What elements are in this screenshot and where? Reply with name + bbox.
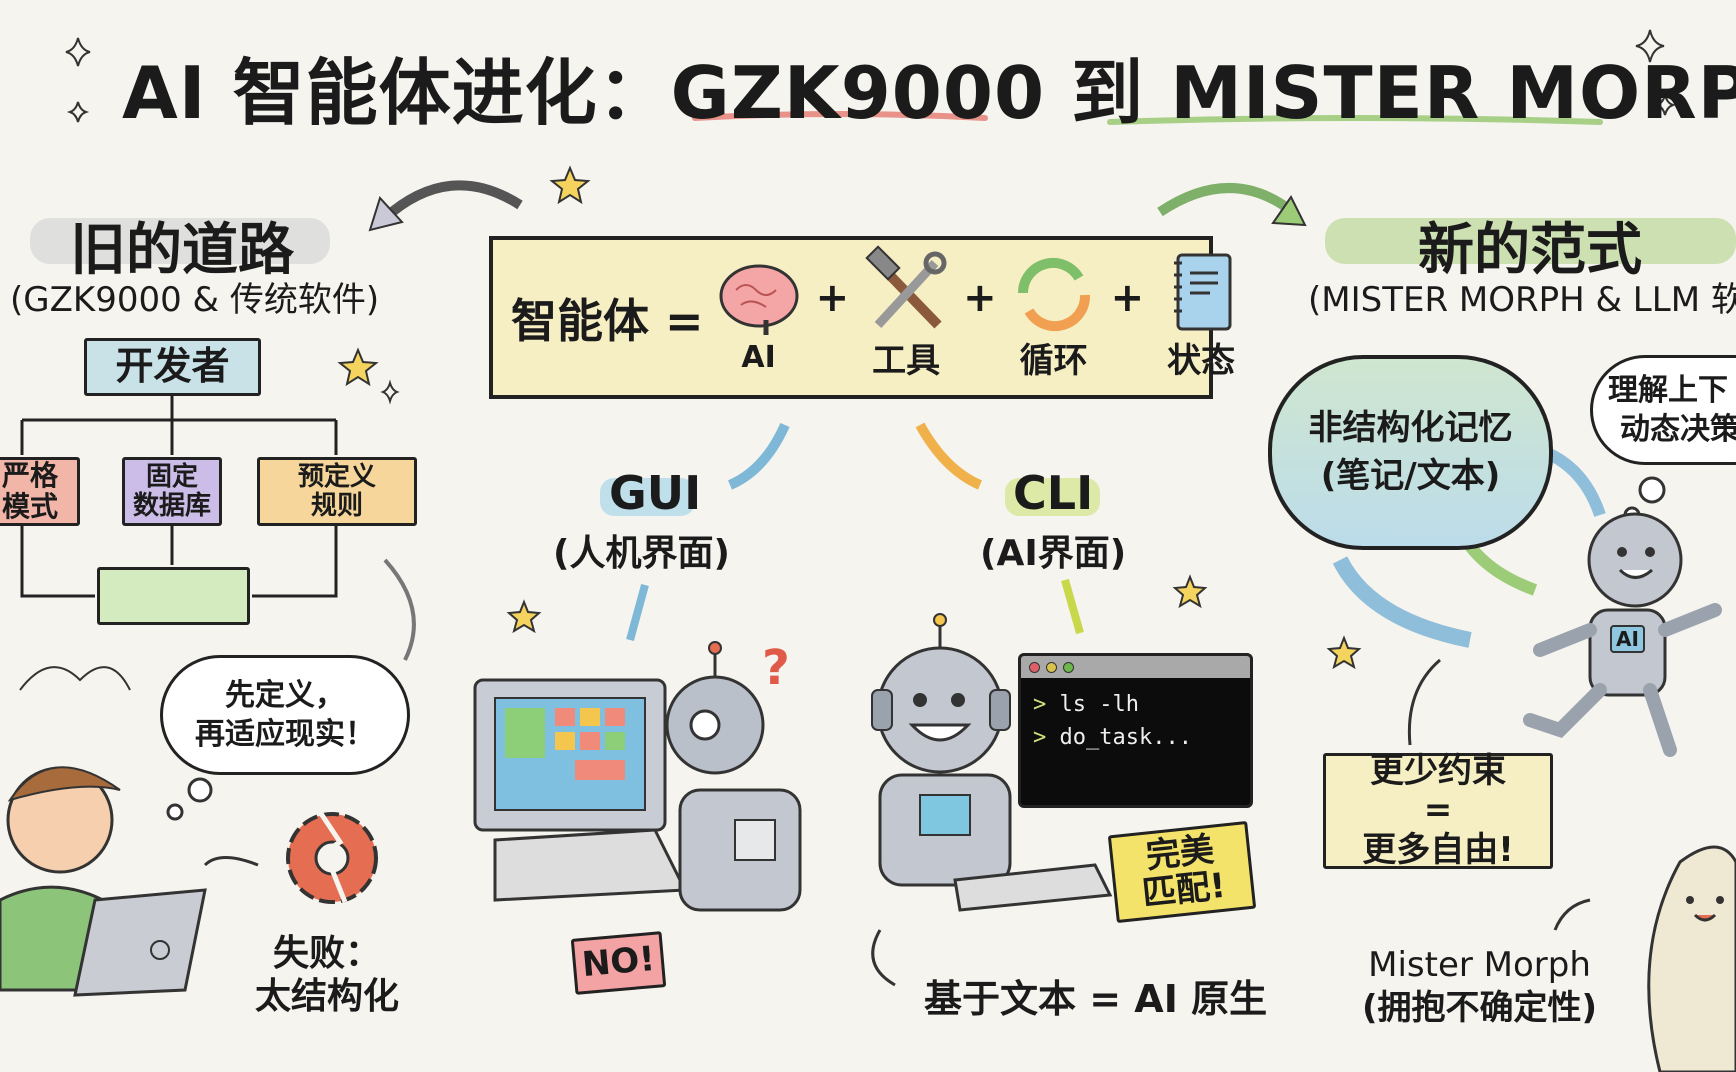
mister-morph-blob-illustration <box>1647 845 1736 1072</box>
formula-lhs: 智能体 = <box>511 293 704 348</box>
freedom-line: 更少约束 <box>1370 751 1506 792</box>
gui-subtitle: (人机界面) <box>553 533 730 574</box>
tools-icon <box>865 245 947 329</box>
box-line: 固定 <box>145 461 198 492</box>
arrow-to-new <box>1157 183 1293 217</box>
text-based-note: 基于文本 = AI 原生 <box>924 977 1268 1021</box>
title-underline-green <box>1107 115 1603 125</box>
notebook-icon <box>1174 253 1232 331</box>
perfect-match-stamp: 完美匹配! <box>1107 820 1257 924</box>
prompt: > <box>1033 692 1047 717</box>
terminal-window: > ls -lh > do_task... <box>1018 653 1253 808</box>
box-line: 数据库 <box>132 490 211 521</box>
no-stamp: NO! <box>570 931 667 995</box>
title-from: GZK9000 <box>670 51 1046 135</box>
freedom-box: 更少约束=更多自由! <box>1323 751 1553 870</box>
old-way-subtitle: (GZK9000 & 传统软件) <box>10 280 380 320</box>
star-icons <box>337 165 1362 670</box>
term-label: 工具 <box>872 341 941 381</box>
box-line: 预定义 <box>297 461 376 492</box>
close-dot-icon[interactable] <box>1029 661 1040 673</box>
box-line: 模式 <box>1 489 58 523</box>
formula-term-ai: AI <box>716 260 802 375</box>
minimize-dot-icon[interactable] <box>1046 661 1057 673</box>
freedom-line: = <box>1423 790 1453 831</box>
define-first-speech-cloud: 先定义， 再适应现实！ <box>160 655 410 775</box>
stamp-line: 匹配! <box>1140 865 1228 915</box>
formula-term-state: 状态 <box>1158 253 1244 382</box>
cli-label: CLI <box>1013 466 1094 520</box>
command: ls -lh <box>1059 692 1139 717</box>
unstructured-memory-cloud: 非结构化记忆 (笔记/文本) <box>1268 355 1553 550</box>
term-label: 状态 <box>1167 341 1236 381</box>
gui-highlight <box>600 478 695 516</box>
question-mark: ? <box>762 640 790 696</box>
strict-schema-box: 严格模式 <box>0 457 80 526</box>
terminal-line: > ls -lh <box>1033 688 1238 721</box>
command: do_task... <box>1059 725 1192 750</box>
broken-gear-icon <box>286 810 378 904</box>
new-way-subtitle: (MISTER MORPH & LLM 软件 <box>1308 280 1736 320</box>
brain-icon <box>719 264 799 335</box>
morph-name: Mister Morph <box>1368 945 1591 985</box>
terminal-line: > do_task... <box>1033 721 1238 754</box>
formula-term-tools: 工具 <box>863 245 949 382</box>
speech-line: 先定义， <box>225 678 345 713</box>
mister-morph-label: Mister Morph (拥抱不确定性) <box>1362 944 1597 1029</box>
term-label: 循环 <box>1019 341 1088 381</box>
failure-label: 失败：太结构化 <box>255 932 399 1018</box>
cli-subtitle: (AI界面) <box>980 533 1127 574</box>
plus-sign: + <box>1110 274 1145 321</box>
old-way-heading: 旧的道路 <box>70 218 294 283</box>
term-label: AI <box>741 340 776 375</box>
arrow-to-old <box>381 180 523 222</box>
speech-line: 再适应现实！ <box>195 717 375 752</box>
cli-robot-illustration <box>871 613 1113 912</box>
plus-sign: + <box>963 274 997 321</box>
developer-box: 开发者 <box>84 338 261 396</box>
output-box <box>97 567 250 625</box>
cloud-line: 动态决策 <box>1620 412 1736 447</box>
formula-term-loop: 循环 <box>1011 253 1097 382</box>
old-heading-highlight <box>30 218 330 264</box>
failure-line: 太结构化 <box>255 976 400 1018</box>
title-underline-red <box>692 111 988 121</box>
context-thought-cloud: 理解上下动态决策 <box>1590 355 1736 465</box>
robot-ai-badge: AI <box>1610 625 1645 653</box>
terminal-titlebar <box>1021 656 1250 678</box>
box-line: 规则 <box>310 490 363 521</box>
morph-tagline: (拥抱不确定性) <box>1362 987 1598 1028</box>
box-line: 严格 <box>1 458 58 492</box>
plus-sign: + <box>815 274 850 321</box>
maximize-dot-icon[interactable] <box>1063 661 1074 673</box>
cloud-line: 理解上下 <box>1608 373 1728 408</box>
fixed-database-box: 固定数据库 <box>122 457 222 526</box>
frustrated-developer-illustration <box>0 666 207 997</box>
sparkle-icons <box>65 29 1677 405</box>
cloud-line: (笔记/文本) <box>1320 455 1501 496</box>
new-way-heading: 新的范式 <box>1418 218 1642 283</box>
prompt: > <box>1033 725 1047 750</box>
title-to: MISTER MORPH <box>1170 51 1736 135</box>
cli-highlight <box>1005 478 1100 516</box>
failure-line: 失败： <box>273 933 382 974</box>
new-heading-highlight <box>1325 218 1736 264</box>
agent-formula-box: 智能体 = AI + 工具 + 循环 + 状态 <box>489 236 1235 399</box>
gui-robot-illustration <box>473 641 802 912</box>
stamp-text: NO! <box>580 939 657 986</box>
predefined-rules-box: 预定义规则 <box>257 457 417 526</box>
title-mid: 到 <box>1045 51 1171 135</box>
developer-label: 开发者 <box>115 344 230 389</box>
cloud-line: 非结构化记忆 <box>1308 407 1513 448</box>
title-prefix: AI 智能体进化： <box>122 51 671 135</box>
page-title: AI 智能体进化：GZK9000 到 MISTER MORPH <box>122 34 1736 139</box>
gui-label: GUI <box>609 466 702 520</box>
freedom-line: 更多自由! <box>1362 829 1514 870</box>
cycle-icon <box>1017 257 1090 332</box>
